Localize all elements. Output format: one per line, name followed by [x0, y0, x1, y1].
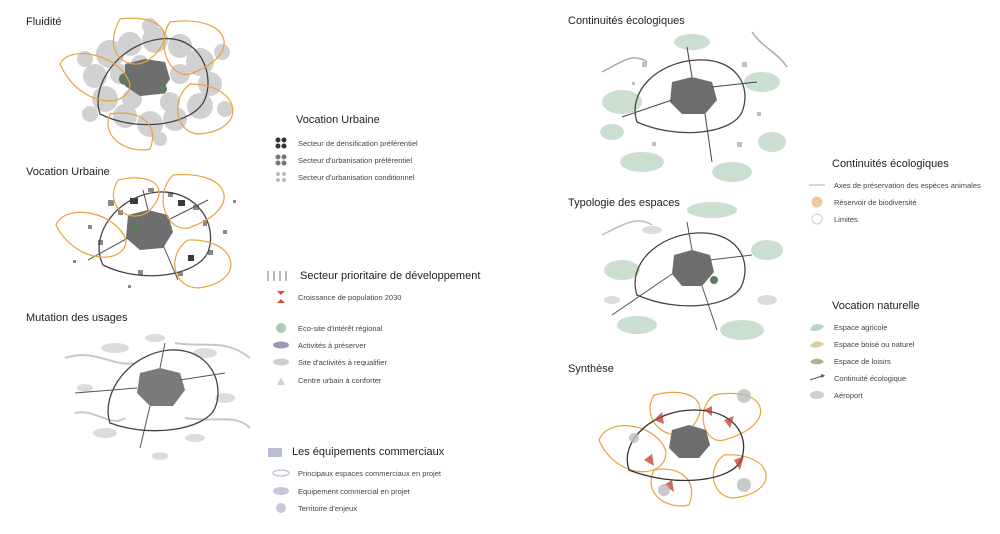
legend-item: Principaux espaces commerciaux en projet — [272, 467, 441, 479]
legend-continuites-title: Continuités écologiques — [832, 158, 949, 170]
legend-label: Croissance de population 2030 — [298, 292, 402, 302]
legend-label: Espace de loisirs — [834, 356, 891, 366]
legend-label: Espace boisé ou naturel — [834, 339, 915, 349]
legend-item: Secteur d'urbanisation conditionnel — [272, 171, 415, 183]
legend-item: Site d'activités à requalifier — [272, 356, 387, 368]
legend-item: Axes de préservation des espèces animale… — [808, 179, 981, 191]
map-title-continuites: Continuités écologiques — [568, 15, 685, 27]
legend-item: Aéroport — [808, 389, 863, 401]
legend-mutation-title: Secteur prioritaire de développement — [300, 270, 481, 282]
legend-item: Equipement commercial en projet — [272, 485, 410, 497]
legend-commercial-title: Les équipements commerciaux — [292, 446, 445, 458]
legend-label: Continuité écologique — [834, 373, 907, 383]
map-fluidite — [59, 17, 234, 151]
map-continuites — [600, 31, 788, 182]
legend-label: Equipement commercial en projet — [298, 486, 410, 496]
map-typologie — [601, 202, 783, 340]
legend-label: Territoire d'enjeux — [298, 503, 357, 513]
legend-label: Axes de préservation des espèces animale… — [834, 180, 981, 190]
legend-label: Réservoir de biodiversité — [834, 197, 917, 207]
legend-item: Continuité écologique — [808, 372, 906, 384]
legend-naturelle-title: Vocation naturelle — [832, 300, 920, 312]
legend-item: Limites — [808, 213, 858, 225]
map-title-typologie: Typologie des espaces — [568, 197, 680, 209]
map-title-synthese: Synthèse — [568, 363, 614, 375]
legend-item: Territoire d'enjeux — [272, 502, 357, 514]
legend-vocation-urbaine-title: Vocation Urbaine — [296, 114, 380, 126]
legend-label: Site d'activités à requalifier — [298, 357, 387, 367]
map-mutation — [64, 334, 251, 460]
legend-label: Activités à préserver — [298, 340, 366, 350]
legend-item: Secteur de densification préférentiel — [272, 137, 418, 149]
legend-item: Croissance de population 2030 — [272, 291, 401, 303]
legend-item: Activités à préserver — [272, 339, 366, 351]
map-synthese — [598, 389, 767, 507]
legend-label: Secteur d'urbanisation préférentiel — [298, 155, 413, 165]
legend-item: Espace de loisirs — [808, 355, 891, 367]
legend-item: Espace agricole — [808, 321, 887, 333]
map-vocation-urbaine — [55, 174, 236, 289]
legend-item: Secteur prioritaire de développement — [266, 270, 480, 282]
legend-item: Espace boisé ou naturel — [808, 338, 914, 350]
legend-label: Espace agricole — [834, 322, 888, 332]
legend-label: Aéroport — [834, 390, 863, 400]
legend-item: Centre urbain à conforter — [272, 374, 381, 386]
map-title-mutation: Mutation des usages — [26, 312, 128, 324]
legend-item: Secteur d'urbanisation préférentiel — [272, 154, 412, 166]
map-title-vocation-urbaine: Vocation Urbaine — [26, 166, 110, 178]
legend-label: Principaux espaces commerciaux en projet — [298, 468, 441, 478]
legend-label: Secteur d'urbanisation conditionnel — [298, 172, 415, 182]
legend-item: Réservoir de biodiversité — [808, 196, 917, 208]
legend-label: Secteur de densification préférentiel — [298, 138, 418, 148]
legend-label: Centre urbain à conforter — [298, 375, 382, 385]
legend-item: Les équipements commerciaux — [266, 446, 444, 458]
legend-label: Eco-site d'intérêt régional — [298, 323, 383, 333]
legend-label: Limites — [834, 214, 858, 224]
legend-item: Eco-site d'intérêt régional — [272, 322, 382, 334]
map-title-fluidite: Fluidité — [26, 16, 62, 28]
